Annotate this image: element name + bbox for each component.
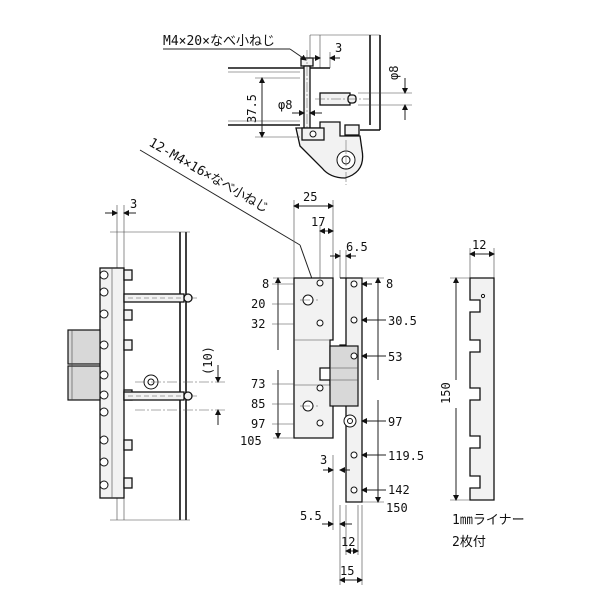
liner-label-line1: 1㎜ライナー [452,513,525,528]
left-dim-20: 20 [251,297,265,311]
liner-dim-12: 12 [472,238,486,252]
dim-37-5: 37.5 [245,94,259,123]
through-screws [123,293,200,401]
center-knuckle [329,345,359,407]
liner-dim-150: 150 [439,382,453,404]
dim-phi8-left: φ8 [278,98,292,112]
dim-12-bottom: 12 [341,535,355,549]
right-dim-97: 97 [388,415,402,429]
left-dim-85: 85 [251,397,265,411]
left-dim-105: 105 [240,434,262,448]
dim-6-5: 6.5 [346,240,368,254]
callout-screw-side: 12-M4×16×なべ小ねじ [146,135,271,216]
left-dim-73: 73 [251,377,265,391]
dim-25: 25 [303,190,317,204]
dim-15: 15 [340,564,354,578]
right-dim-30-5: 30.5 [388,314,417,328]
right-dim-8: 8 [386,277,393,291]
left-dim-32: 32 [251,317,265,331]
liner-view: 12 150 1㎜ライナー 2枚付 [439,238,525,550]
dim-phi8-right: φ8 [387,66,401,80]
knuckle-upper [67,329,101,365]
right-dim-119-5: 119.5 [388,449,424,463]
dim-3-bottom: 3 [320,453,327,467]
left-dim-97: 97 [251,417,265,431]
side-view: 12-M4×16×なべ小ねじ 3 [67,135,318,521]
top-view: M4×20×なべ小ねじ 3 φ8 φ8 37.5 [163,34,412,185]
knuckle-lower [67,365,101,401]
right-dim-150: 150 [386,501,408,515]
liner-label-line2: 2枚付 [452,535,486,550]
dim-3-top: 3 [335,41,342,55]
left-hinge-leaf [293,277,334,439]
front-view: 25 17 6.5 [240,190,424,585]
callout-screw-top: M4×20×なべ小ねじ [163,34,275,49]
left-leaf-holes [300,279,324,427]
right-leaf-holes [343,280,358,494]
left-dim-8: 8 [262,277,269,291]
liner-plate [469,277,495,501]
dim-10: (10) [201,346,215,375]
dim-3-side: 3 [130,197,137,211]
dim-5-5: 5.5 [300,509,322,523]
dim-17: 17 [311,215,325,229]
right-dim-142: 142 [388,483,410,497]
right-dim-53: 53 [388,350,402,364]
